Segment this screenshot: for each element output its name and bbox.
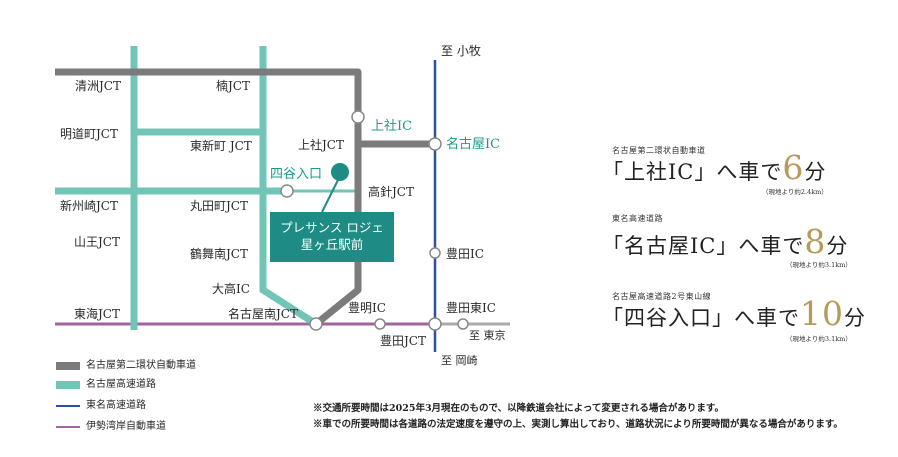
route-2-road: 東名高速道路 xyxy=(612,214,663,223)
label-kamiyashiro-jct: 上社JCT xyxy=(298,137,344,152)
legend-label-ring: 名古屋第二環状自動車道 xyxy=(86,360,196,371)
nagoya-expressway xyxy=(55,46,318,330)
property-label: プレサンス ロジェ 星ヶ丘駅前 xyxy=(270,212,394,262)
legend-label-tomei: 東名高速道路 xyxy=(86,400,146,411)
route-3-note: （現地より約3.1km） xyxy=(786,335,852,343)
label-toyoake-ic: 豊明IC xyxy=(348,301,386,315)
note-2: ※車での所要時間は各道路の法定速度を遵守の上、実測し算出しており、道路状況により… xyxy=(313,419,843,430)
property-pointer xyxy=(321,179,339,213)
legend-swatch-ring xyxy=(56,362,80,370)
label-toyotahigashi-ic: 豊田東IC xyxy=(446,301,496,315)
label-takabari-jct: 高針JCT xyxy=(368,184,414,199)
route-2-text: 「名古屋IC」へ車で8分 xyxy=(602,222,848,261)
route-1-text: 「上社IC」へ車で6分 xyxy=(602,148,826,187)
legend-swatch-expressway xyxy=(56,381,80,389)
label-kusu-jct: 楠JCT xyxy=(216,78,250,93)
route-1-road: 名古屋第二環状自動車道 xyxy=(612,146,706,155)
label-nagoya-ic: 名古屋IC xyxy=(446,136,500,152)
route-3-prefix: 「四谷入口」へ車で xyxy=(602,306,800,330)
label-okazaki: 至 岡崎 xyxy=(441,353,478,367)
label-tokyo: 至 東京 xyxy=(469,328,506,342)
property-marker xyxy=(331,163,349,181)
label-shinsuzaki-jct: 新州崎JCT xyxy=(60,198,118,213)
label-kiyosu-jct: 清洲JCT xyxy=(75,79,121,93)
route-1-prefix: 「上社IC」へ車で xyxy=(602,160,783,184)
route-2-minutes: 8 xyxy=(804,222,827,261)
label-nagoyaminami-jct: 名古屋南JCT xyxy=(228,306,298,321)
label-toyota-jct: 豊田JCT xyxy=(380,334,426,348)
label-tsurumaiminami-jct: 鶴舞南JCT xyxy=(190,246,248,261)
label-sanno-jct: 山王JCT xyxy=(74,235,120,249)
junction-markers xyxy=(280,110,469,331)
property-name-line1: プレサンス ロジェ xyxy=(280,220,384,235)
route-1-minutes: 6 xyxy=(782,148,805,187)
legend-label-isewangan: 伊勢湾岸自動車道 xyxy=(86,421,166,432)
label-kamiyashiro-ic: 上社IC xyxy=(371,118,412,134)
label-tokai-jct: 東海JCT xyxy=(74,306,120,321)
legend-swatch-isewangan xyxy=(56,426,80,428)
label-yotsuya: 四谷入口 xyxy=(270,167,322,182)
label-higashishinmachi-jct: 東新町 JCT xyxy=(190,138,252,153)
label-toyota-ic: 豊田IC xyxy=(446,247,484,261)
label-meidocho-jct: 明道町JCT xyxy=(60,127,118,141)
second-ring-road xyxy=(55,68,435,327)
label-komaki: 至 小牧 xyxy=(441,44,481,58)
route-3-minutes: 10 xyxy=(800,294,844,333)
route-3-text: 「四谷入口」へ車で10分 xyxy=(602,294,866,333)
legend-swatch-tomei xyxy=(56,405,80,407)
legend-label-expressway: 名古屋高速道路 xyxy=(86,379,156,390)
note-1: ※交通所要時間は2025年3月現在のもので、以降鉄道会社によって変更される場合が… xyxy=(313,403,724,414)
route-3-unit: 分 xyxy=(844,306,866,330)
property-name-line2: 星ヶ丘駅前 xyxy=(300,237,364,252)
route-3-road: 名古屋高速道路2号東山線 xyxy=(612,292,712,301)
route-1-note: （現地より約2.4km） xyxy=(762,188,828,196)
route-2-unit: 分 xyxy=(826,234,849,258)
route-2-prefix: 「名古屋IC」へ車で xyxy=(602,234,805,258)
label-marutamachi-jct: 丸田町JCT xyxy=(190,199,248,213)
label-takaba-ic: 大高IC xyxy=(212,281,250,296)
route-1-unit: 分 xyxy=(804,160,827,184)
route-2-note: （現地より約3.1km） xyxy=(786,261,852,269)
